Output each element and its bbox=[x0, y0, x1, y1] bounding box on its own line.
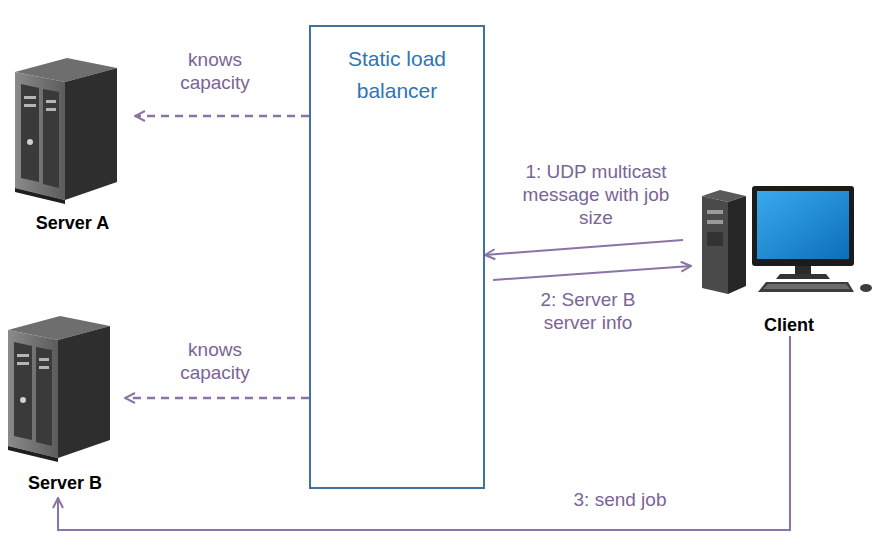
edge-label: knows capacity bbox=[155, 48, 275, 94]
server-icon bbox=[15, 58, 117, 204]
dashed-connector bbox=[125, 397, 309, 400]
node-label: Server A bbox=[10, 213, 135, 234]
edge-label: knows capacity bbox=[155, 338, 275, 384]
arrow-connector bbox=[485, 240, 683, 255]
node-label: Client bbox=[695, 315, 883, 336]
node-label: Server B bbox=[5, 473, 125, 494]
edge-label: 1: UDP multicast message with job size bbox=[505, 160, 687, 230]
load-balancer-box: Static load balancer bbox=[309, 25, 485, 489]
server-node: Server A bbox=[10, 60, 135, 234]
edge-label: 2: Server B server info bbox=[523, 288, 653, 334]
arrow-connector bbox=[493, 266, 691, 280]
edge-label: 3: send job bbox=[555, 488, 685, 511]
node-label: Static load balancer bbox=[311, 43, 483, 106]
dashed-connector bbox=[135, 115, 309, 118]
client-node: Client bbox=[683, 180, 883, 336]
server-icon bbox=[8, 316, 110, 462]
server-node: Server B bbox=[5, 315, 125, 494]
client-computer-icon bbox=[702, 186, 872, 294]
